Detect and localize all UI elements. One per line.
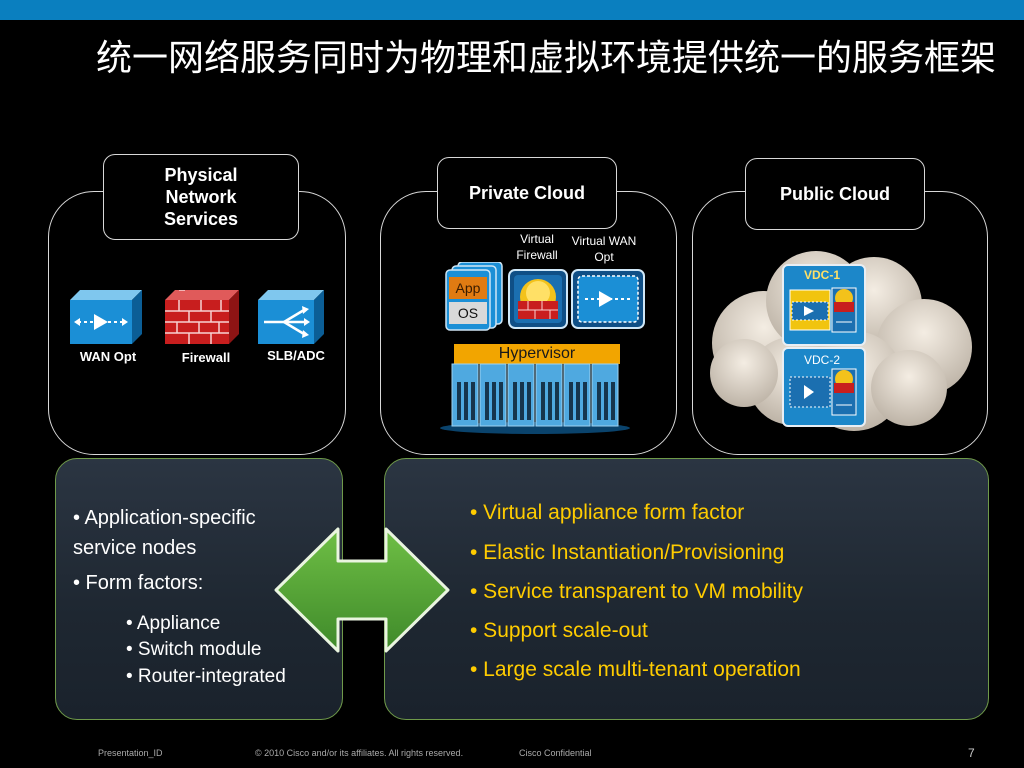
right-bullet-4: • Support scale-out bbox=[470, 618, 648, 644]
vdc2-label: VDC-2 bbox=[782, 353, 862, 367]
virtual-firewall-icon bbox=[508, 269, 568, 334]
vdc1-services-icon bbox=[788, 284, 858, 341]
wan-opt-icon bbox=[70, 290, 142, 349]
vdc2-services-icon bbox=[788, 367, 858, 424]
footer-confidential: Cisco Confidential bbox=[519, 748, 592, 758]
slb-adc-label: SLB/ADC bbox=[250, 348, 342, 363]
firewall-label: Firewall bbox=[160, 350, 252, 365]
virtual-wan-opt-icon bbox=[571, 269, 645, 334]
virtual-wan-opt-label: Virtual WAN Opt bbox=[570, 233, 638, 265]
footer-copyright: © 2010 Cisco and/or its affiliates. All … bbox=[255, 748, 463, 758]
slide-title: 统一网络服务同时为物理和虚拟环境提供统一的服务框架 bbox=[96, 38, 996, 80]
top-accent-bar bbox=[0, 0, 1024, 20]
private-cloud-label: Private Cloud bbox=[437, 157, 617, 229]
virtual-firewall-label: Virtual Firewall bbox=[508, 231, 566, 263]
wan-opt-label: WAN Opt bbox=[60, 349, 156, 364]
left-sub-bullet-3: • Router-integrated bbox=[126, 663, 286, 691]
page-number: 7 bbox=[968, 746, 975, 760]
vm-stack-icon bbox=[444, 262, 504, 337]
firewall-icon bbox=[165, 290, 239, 349]
public-cloud-label: Public Cloud bbox=[745, 158, 925, 230]
right-bullet-5: • Large scale multi-tenant operation bbox=[470, 657, 801, 683]
left-sub-bullet-2: • Switch module bbox=[126, 636, 262, 664]
left-sub-bullet-1: • Appliance bbox=[126, 610, 220, 638]
right-bullet-2: • Elastic Instantiation/Provisioning bbox=[470, 540, 784, 566]
footer-presentation-id: Presentation_ID bbox=[98, 748, 163, 758]
right-bullet-1: • Virtual appliance form factor bbox=[470, 500, 744, 526]
vdc1-label: VDC-1 bbox=[782, 268, 862, 282]
slb-adc-icon bbox=[258, 290, 324, 349]
hypervisor-label: Hypervisor bbox=[454, 344, 620, 364]
os-label: OS bbox=[449, 305, 487, 321]
double-arrow-icon bbox=[272, 525, 452, 660]
physical-panel-label: Physical Network Services bbox=[103, 154, 299, 240]
right-bullet-3: • Service transparent to VM mobility bbox=[470, 579, 803, 605]
app-label: App bbox=[449, 280, 487, 296]
server-rack-icon bbox=[440, 362, 630, 439]
